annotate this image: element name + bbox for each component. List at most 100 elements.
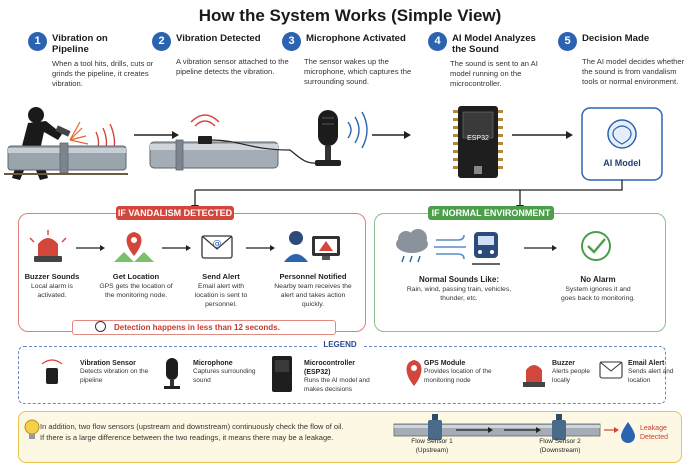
ai-model-label: AI Model [603, 158, 641, 168]
no-alarm: No Alarm System ignores it and goes back… [560, 275, 636, 303]
flow-sensor-1-position: (Upstream) [415, 446, 449, 454]
normal-sounds-title: Normal Sounds Like: [418, 275, 499, 284]
flow-sensor-2-icon [552, 414, 566, 440]
step-description: The sensor wakes up the microphone, whic… [304, 57, 412, 86]
flow-sensor-2-name: Flow Sensor 2 [539, 438, 581, 445]
step-description: The AI model decides whether the sound i… [582, 57, 685, 86]
legend-microphone: Microphone Captures surrounding sound [193, 359, 259, 385]
step-number: 1 [28, 32, 47, 51]
page-title: How the System Works (Simple View) [198, 6, 502, 25]
flow-info-box [18, 411, 682, 463]
step-description: A vibration sensor attached to the pipel… [176, 57, 289, 76]
personnel-step-title: Personnel Notified [279, 272, 347, 281]
no-alarm-title: No Alarm [580, 275, 616, 284]
normal-icons [396, 229, 611, 265]
esp32-board-icon [458, 106, 498, 178]
map-location-icon [114, 232, 154, 262]
step-number: 5 [558, 32, 577, 51]
personnel-step: Personnel Notified Nearby team receives … [270, 272, 356, 309]
rain-cloud-icon [396, 229, 428, 263]
step-number: 4 [428, 32, 447, 51]
buzzer-icon [523, 365, 545, 387]
sound-waves-icon [347, 111, 368, 149]
vandalism-icons: @ [29, 230, 340, 262]
normal-sounds-desc: Rain, wind, passing train, vehicles, thu… [406, 286, 512, 302]
sparks-icon [69, 121, 89, 145]
arrow-icon [512, 131, 573, 139]
arrow-icon [372, 131, 411, 139]
step-title: Vibration on Pipeline [52, 33, 108, 55]
no-alarm-desc: System ignores it and goes back to monit… [560, 286, 636, 302]
vibration-sensor-icon [41, 359, 63, 384]
vibration-sensor-icon [190, 114, 220, 127]
legend-item-desc: Runs the AI model and makes decisions [304, 377, 370, 393]
arrow-icon [604, 427, 619, 433]
flow-arrow-icon [456, 427, 541, 433]
leakage-detected-label: Leakage Detected [640, 424, 680, 442]
flow-info-line-2: If there is a large difference between t… [40, 433, 334, 442]
arrow-icon [76, 245, 105, 251]
clock-icon [95, 321, 106, 332]
buzzer-step-title: Buzzer Sounds [24, 272, 80, 281]
step-number: 3 [282, 32, 301, 51]
checkmark-icon [581, 231, 611, 261]
legend-item-desc: Sends alert and location [628, 368, 674, 384]
flow-sensor-diagram [393, 414, 635, 443]
microphone-icon [164, 358, 180, 389]
gps-icon [406, 360, 422, 386]
train-icon [472, 232, 500, 265]
vandalism-header: IF VANDALISM DETECTED [116, 206, 234, 220]
step-title: Microphone Activated [306, 33, 406, 44]
leakage-line-1: Leakage [640, 425, 667, 432]
legend-item-title: GPS Module [424, 360, 466, 367]
normal-sounds: Normal Sounds Like: Rain, wind, passing … [400, 275, 518, 303]
wind-icon [434, 234, 466, 260]
legend-buzzer: Buzzer Alerts people locally [552, 359, 600, 385]
legend-item-title: Microphone [193, 360, 233, 367]
flow-sensor-1-icon [428, 414, 442, 440]
legend-microcontroller: Microcontroller (ESP32) Runs the AI mode… [304, 359, 374, 394]
email-icon: @ [201, 235, 233, 259]
siren-icon [29, 230, 67, 262]
ai-model-box [581, 107, 663, 181]
detection-time-text: Detection happens in less than 12 second… [114, 323, 280, 332]
flow-sensor-1-label: Flow Sensor 1 (Upstream) [404, 438, 460, 455]
step-title: Vibration Detected [176, 33, 261, 44]
arrow-icon [134, 131, 179, 139]
location-step-title: Get Location [112, 272, 160, 281]
legend-title: LEGEND [318, 340, 362, 349]
decision-branch-lines [519, 180, 623, 207]
buzzer-step: Buzzer Sounds Local alarm is activated. [20, 272, 84, 300]
normal-header: IF NORMAL ENVIRONMENT [428, 206, 554, 220]
personnel-step-desc: Nearby team receives the alert and takes… [274, 283, 352, 308]
legend-gps: GPS Module Provides location of the moni… [424, 359, 500, 385]
flow-info-text: In addition, two flow sensors (upstream … [40, 421, 390, 443]
microphone-icon [315, 110, 341, 166]
legend-item-title: Buzzer [552, 360, 575, 367]
detection-time-note: Detection happens in less than 12 second… [72, 320, 336, 335]
arrow-icon [524, 245, 557, 251]
legend-vibration-sensor: Vibration Sensor Detects vibration on th… [80, 359, 152, 385]
alert-step-desc: Email alert with location is sent to per… [194, 283, 248, 308]
legend-item-desc: Captures surrounding sound [193, 368, 256, 384]
esp32-board-icon [272, 356, 292, 392]
step-description: When a tool hits, drills, cuts or grinds… [52, 59, 154, 88]
flow-sensor-2-position: (Downstream) [539, 446, 581, 454]
flow-info-line-1: In addition, two flow sensors (upstream … [40, 422, 344, 431]
step-title: Decision Made [582, 33, 650, 44]
lightbulb-icon [24, 419, 40, 439]
email-icon [599, 361, 623, 379]
pipeline-with-sensor-icon [149, 136, 279, 171]
svg-text:@: @ [213, 239, 222, 249]
location-step-desc: GPS gets the location of the monitoring … [99, 283, 173, 299]
step-title: AI Model Analyzes the Sound [452, 33, 536, 55]
legend-item-desc: Alerts people locally [552, 368, 590, 384]
vandalism-panel [18, 213, 366, 332]
pipeline-icon [7, 142, 127, 174]
step-number: 2 [152, 32, 171, 51]
esp32-label: ESP32 [467, 135, 489, 142]
buzzer-step-desc: Local alarm is activated. [31, 283, 73, 299]
step-description: The sound is sent to an AI model running… [450, 59, 538, 88]
location-step: Get Location GPS gets the location of th… [98, 272, 174, 300]
